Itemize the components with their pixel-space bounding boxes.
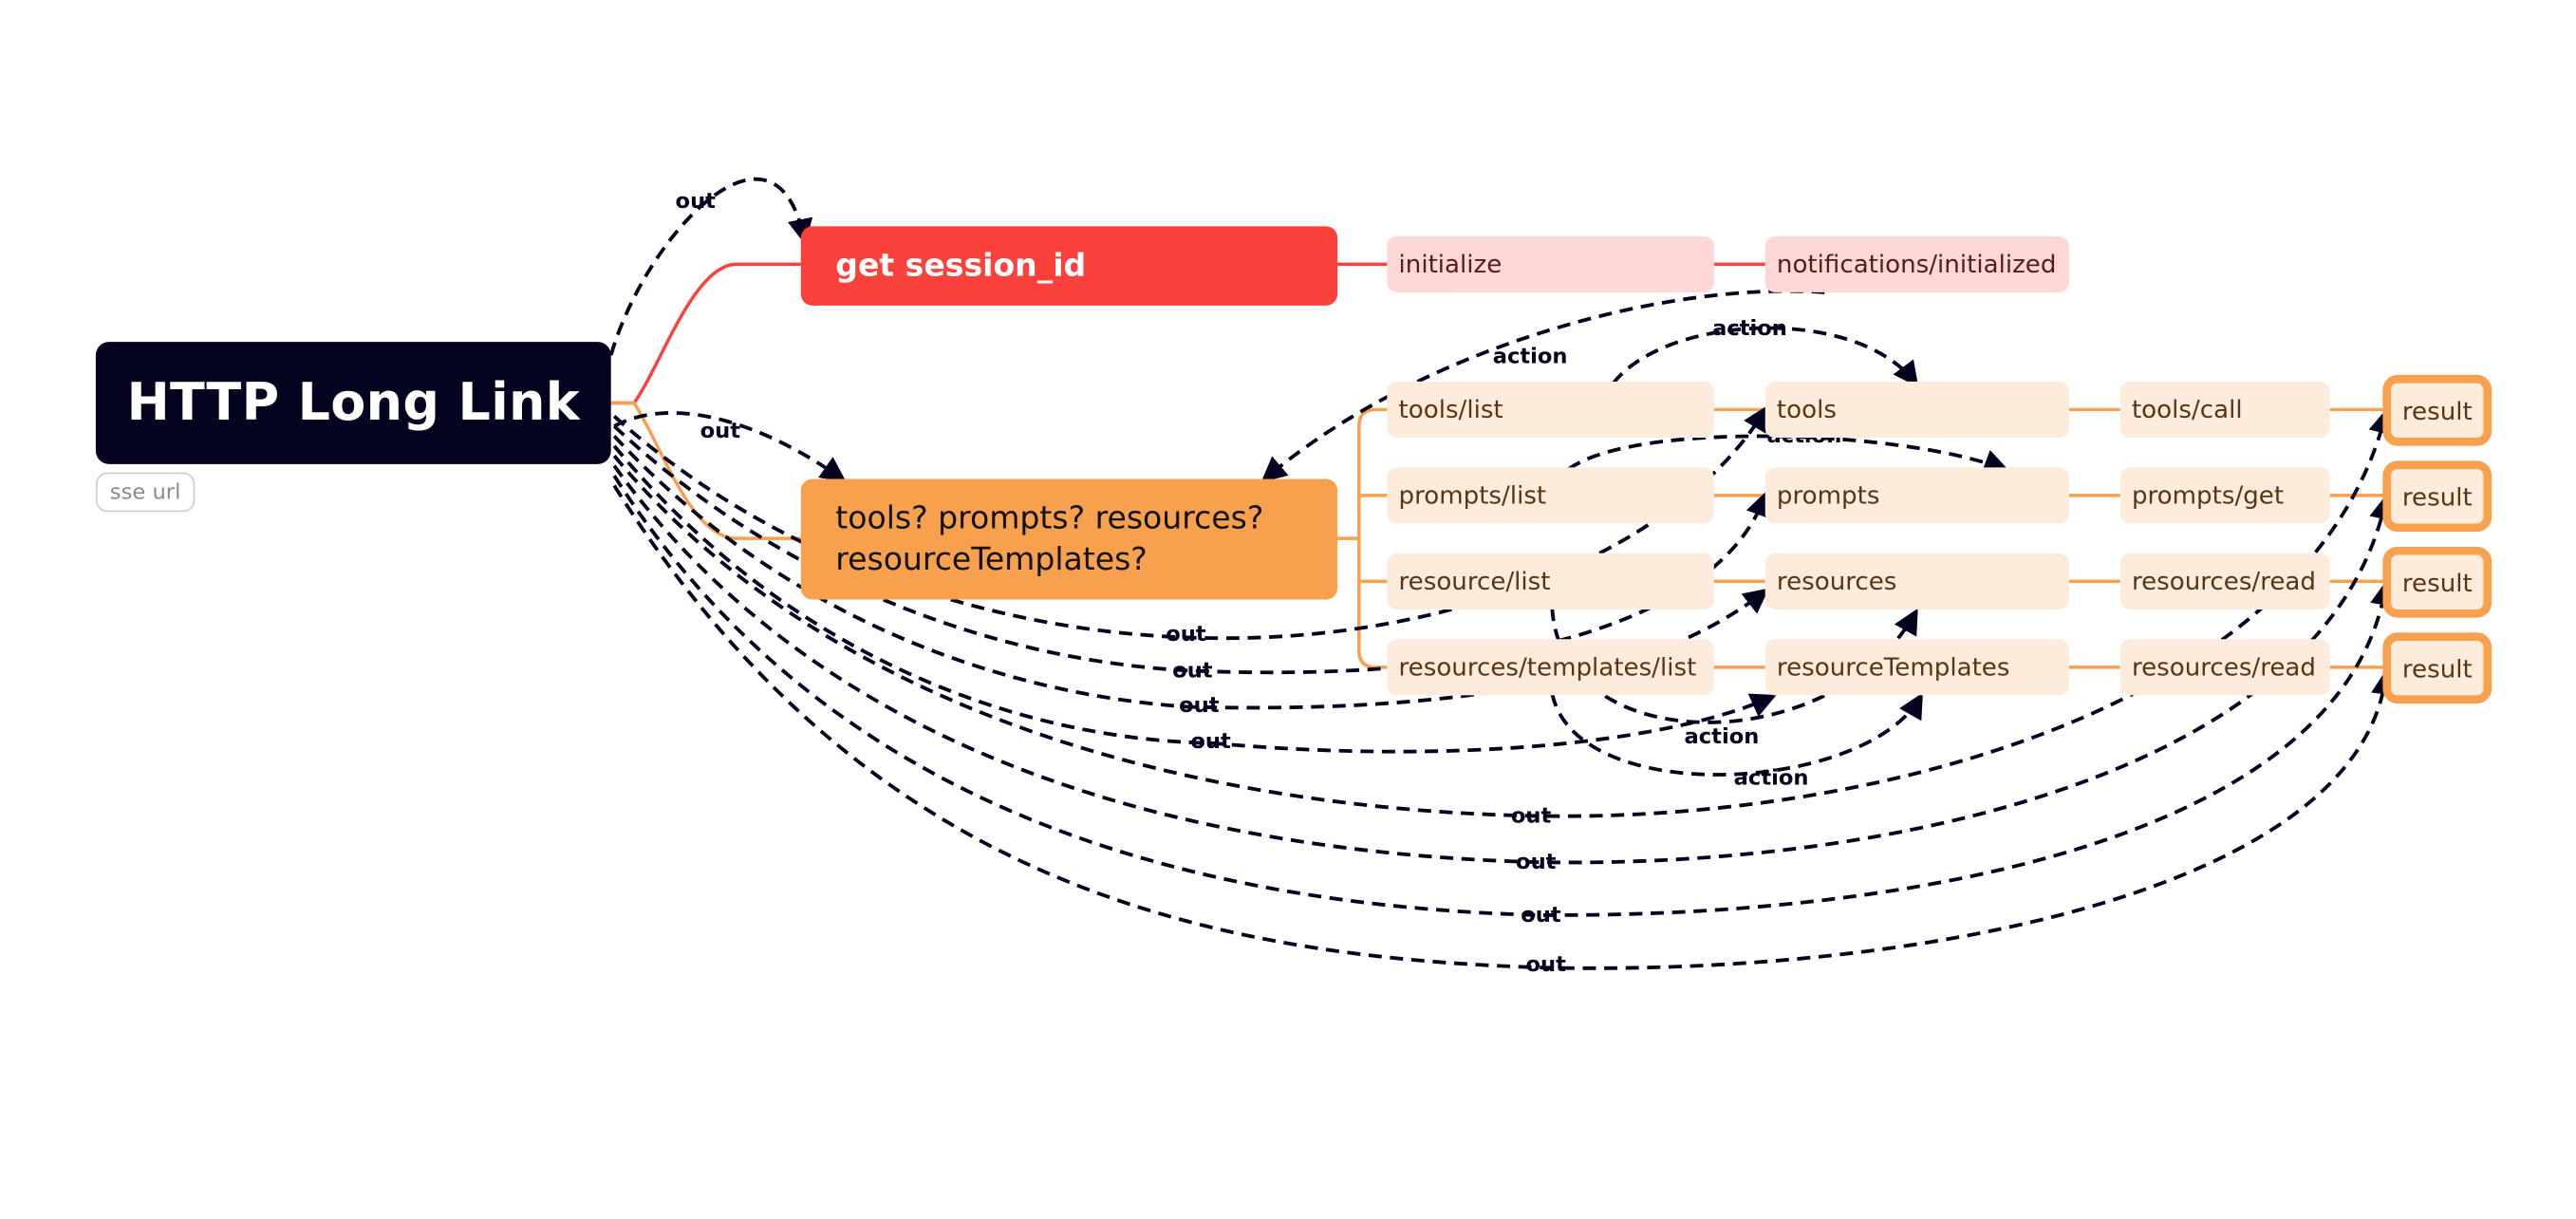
relation-out-result-4 (612, 484, 2397, 970)
topic-notifications-initialized[interactable]: notifications/initialized (1764, 235, 2069, 292)
label-out-prompts: out (1172, 658, 1213, 683)
topic-result-resources[interactable]: result (2382, 546, 2492, 618)
label-out-capabilities: out (700, 419, 741, 443)
topic-prompts-get[interactable]: prompts/get (2119, 467, 2330, 524)
topic-capabilities[interactable]: tools? prompts? resources? resourceTempl… (800, 478, 1338, 600)
relation-out-resources (612, 434, 1769, 710)
label-action-tools: action (1712, 316, 1787, 341)
topic-resources-templates-list[interactable]: resources/templates/list (1387, 639, 1714, 696)
topic-resource-templates[interactable]: resourceTemplates (1764, 639, 2069, 696)
relation-out-result-3 (612, 475, 2396, 917)
topic-resources-read[interactable]: resources/read (2119, 553, 2330, 610)
topic-prompts-list[interactable]: prompts/list (1387, 467, 1714, 524)
branch-root-to-session (610, 262, 801, 405)
topic-tools-list[interactable]: tools/list (1387, 381, 1714, 439)
label-action-resources: action (1684, 724, 1759, 749)
label-out-result-4: out (1525, 952, 1566, 977)
label-out-result-3: out (1521, 903, 1561, 928)
topic-result-templates[interactable]: result (2382, 632, 2492, 704)
relation-action-notifications-to-capabilities (1260, 289, 1825, 482)
topic-resources-read-templates[interactable]: resources/read (2119, 639, 2330, 696)
topic-initialize[interactable]: initialize (1387, 235, 1714, 292)
root-topic[interactable]: HTTP Long Link (95, 342, 611, 464)
label-out-result-1: out (1511, 803, 1552, 828)
relation-action-tools-to-tools (1612, 326, 1919, 387)
relation-out-result-2 (612, 464, 2395, 865)
relation-out-capabilities (613, 411, 847, 482)
topic-result-tools[interactable]: result (2382, 374, 2492, 446)
topic-resource-list[interactable]: resource/list (1387, 553, 1714, 610)
label-out-session: out (676, 189, 717, 214)
relation-out-session (608, 177, 813, 356)
label-action-notifications: action (1493, 345, 1568, 369)
label-out-tools: out (1166, 622, 1206, 647)
label-action-templates: action (1734, 765, 1809, 790)
tree-branches (610, 262, 2383, 669)
topic-tools[interactable]: tools (1764, 381, 2069, 439)
relation-action-prompts-to-prompts (1567, 434, 2010, 475)
root-label-badge: sse url (95, 472, 196, 513)
topic-tools-call[interactable]: tools/call (2119, 381, 2330, 439)
label-out-resources: out (1179, 693, 1220, 718)
relation-action-templates-to-templates (1550, 692, 1923, 777)
topic-prompts[interactable]: prompts (1764, 467, 2069, 524)
label-out-templates: out (1190, 729, 1231, 754)
topic-get-session-id[interactable]: get session_id (800, 226, 1338, 306)
topic-resources[interactable]: resources (1764, 553, 2069, 610)
branch-capabilities-fan (1337, 407, 1388, 669)
label-out-result-2: out (1516, 850, 1557, 874)
topic-result-prompts[interactable]: result (2382, 460, 2492, 533)
relation-out-templates (612, 444, 1777, 754)
relation-out-tools (612, 404, 1768, 641)
